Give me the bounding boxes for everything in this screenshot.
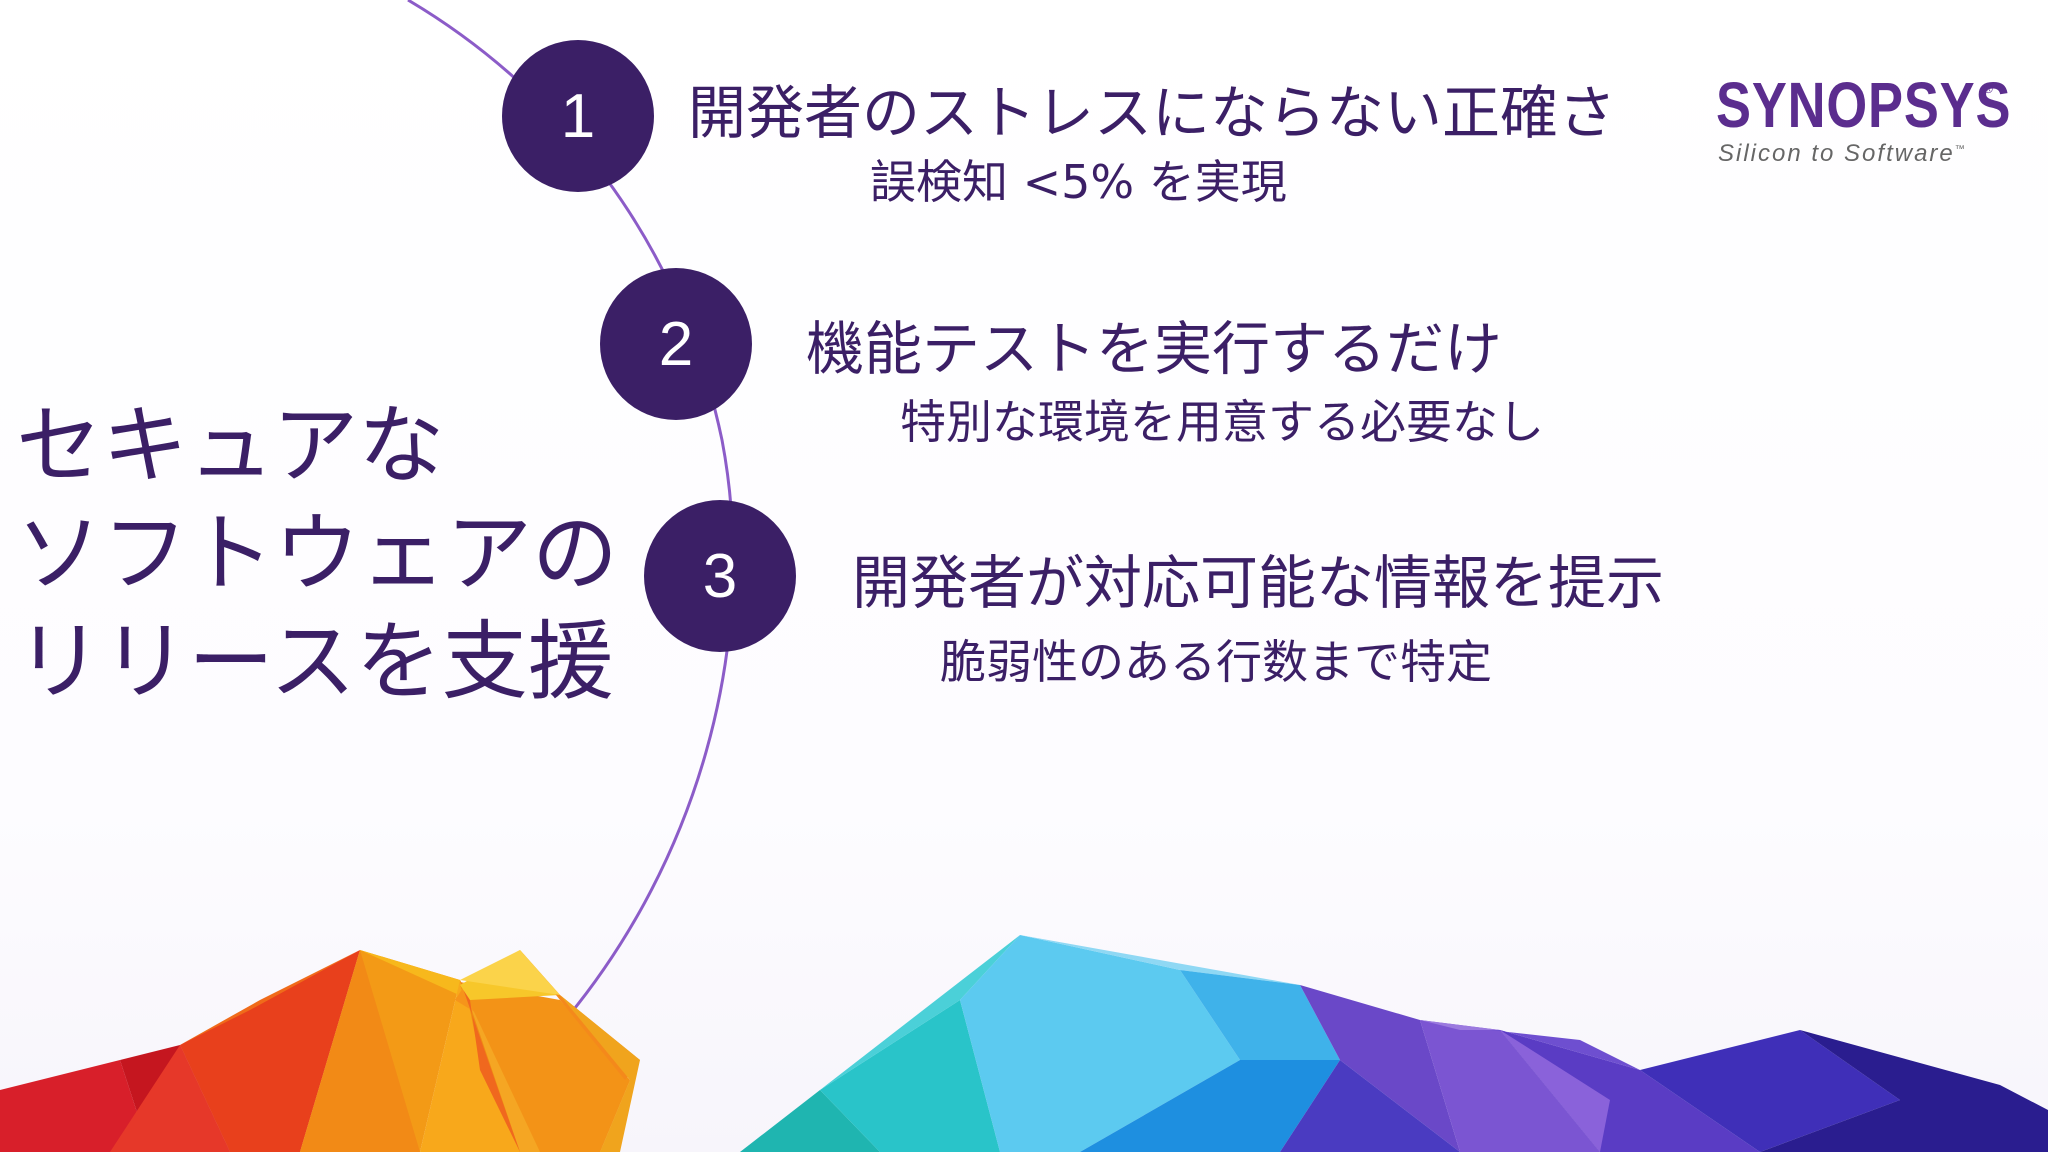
logo-tagline: Silicon to Software™	[1718, 140, 1996, 168]
headline-line: ソフトウェアの	[16, 504, 618, 604]
step-2-title: 機能テストを実行するだけ	[806, 315, 1503, 383]
warm-polygons-decoration	[0, 950, 640, 1152]
step-3-number-badge: 3	[644, 500, 796, 652]
step-1-number-badge: 1	[502, 40, 654, 192]
step-3-title: 開発者が対応可能な情報を提示	[852, 549, 1665, 617]
step-1-subtitle: 誤検知 <5% を実現	[870, 155, 1287, 209]
step-2-subtitle: 特別な環境を用意する必要なし	[900, 395, 1544, 449]
logo-wordmark: SYNOPSYS	[1716, 69, 2012, 141]
logo-tagline-text: Silicon to Software	[1718, 140, 1955, 167]
step-1-title: 開発者のストレスにならない正確さ	[688, 79, 1617, 147]
headline-line: セキュアな	[16, 396, 445, 496]
headline-line: リリースを支援	[16, 612, 614, 712]
slide-headline: セキュアな ソフトウェアの リリースを支援	[16, 392, 618, 716]
synopsys-logo-icon: SYNOPSYS ® Silicon to Software™	[1716, 69, 2012, 168]
logo-tagline-mark: ™	[1954, 144, 1967, 155]
step-2-number-badge: 2	[600, 268, 752, 420]
logo-registered-mark: ®	[1984, 82, 1993, 96]
step-3-subtitle: 脆弱性のある行数まで特定	[940, 635, 1492, 689]
cool-polygons-decoration	[740, 935, 2048, 1152]
